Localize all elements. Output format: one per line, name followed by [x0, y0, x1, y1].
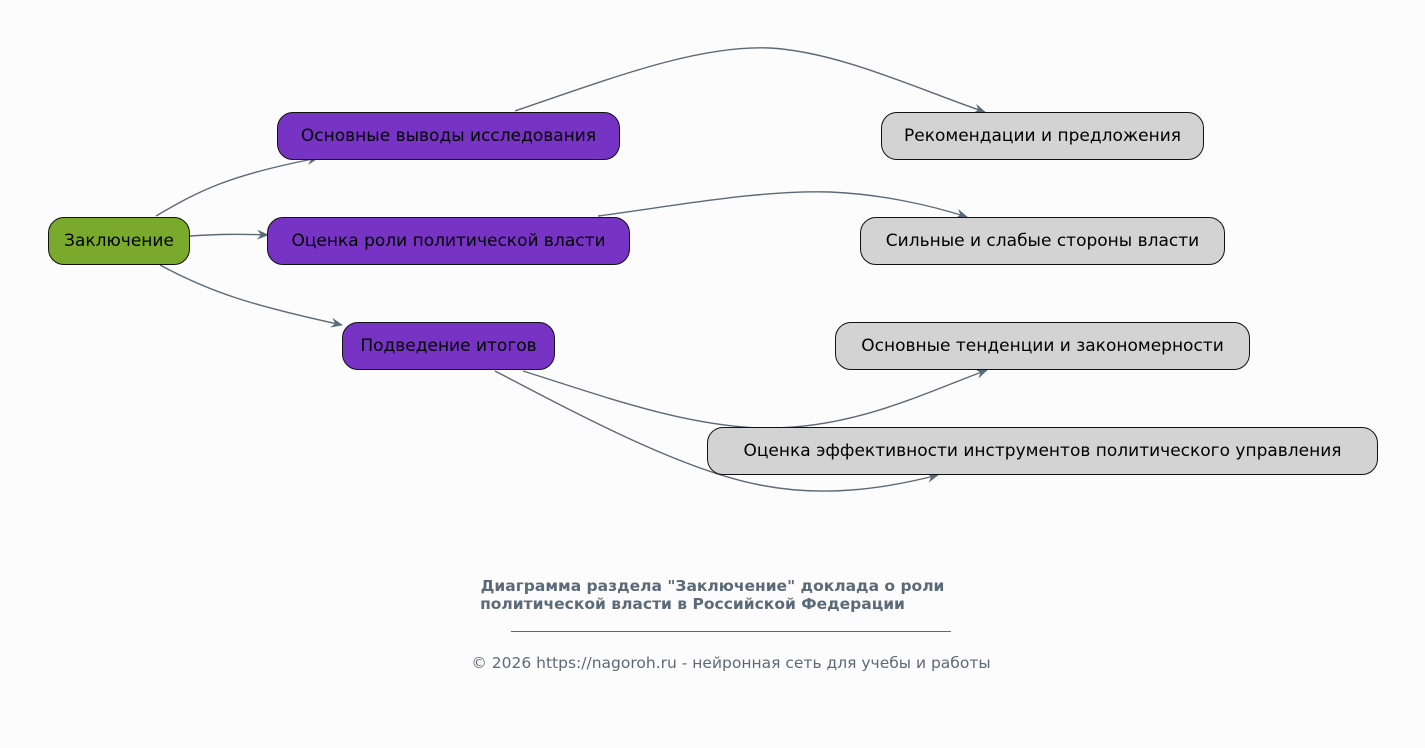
- node-main-findings[interactable]: Основные выводы исследования: [277, 112, 620, 160]
- edge-role-strengths: [597, 191, 968, 219]
- node-summary[interactable]: Подведение итогов: [342, 322, 555, 370]
- edge-root-role: [189, 229, 269, 240]
- node-root[interactable]: Заключение: [48, 217, 190, 265]
- copyright-text: © 2026 https://nagoroh.ru - нейронная се…: [471, 654, 991, 672]
- edge-findings-recommendations: [514, 47, 986, 114]
- node-trends[interactable]: Основные тенденции и закономерности: [835, 322, 1250, 370]
- edge-root-summary: [159, 264, 343, 328]
- edge-root-findings: [155, 155, 319, 217]
- edge-summary-efficiency: [494, 370, 939, 492]
- footer-divider: [511, 631, 951, 632]
- caption-line-2: политической власти в Российской Федерац…: [480, 595, 905, 613]
- caption-line-1: Диаграмма раздела "Заключение" доклада о…: [480, 577, 945, 595]
- node-recommendations[interactable]: Рекомендации и предложения: [881, 112, 1204, 160]
- node-strengths-weaknesses[interactable]: Сильные и слабые стороны власти: [860, 217, 1225, 265]
- node-efficiency[interactable]: Оценка эффективности инструментов полити…: [707, 427, 1378, 475]
- edge-summary-trends: [522, 369, 988, 429]
- node-role-assessment[interactable]: Оценка роли политической власти: [267, 217, 630, 265]
- diagram-caption: Диаграмма раздела "Заключение" доклада о…: [0, 577, 1425, 613]
